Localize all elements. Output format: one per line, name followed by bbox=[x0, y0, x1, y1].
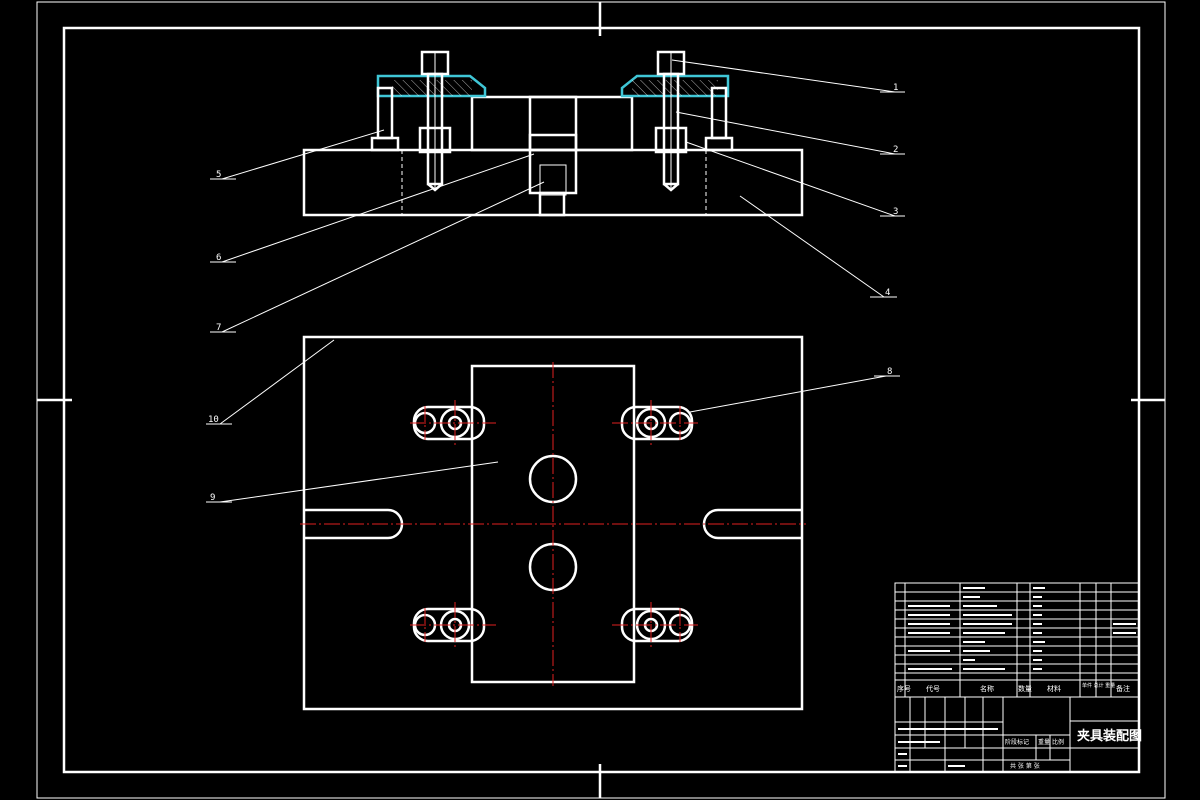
left-support-screw bbox=[370, 86, 400, 152]
tb-weight-label: 重量 bbox=[1038, 738, 1050, 746]
tb-header-name: 名称 bbox=[980, 684, 994, 693]
parts-list-grid bbox=[895, 583, 1139, 698]
callout-1: 1 bbox=[893, 83, 898, 93]
tb-sheet-label: 共 张 第 张 bbox=[1010, 762, 1040, 770]
tb-header-remark: 备注 bbox=[1116, 684, 1130, 693]
callout-8: 8 bbox=[887, 367, 892, 377]
left-bolt bbox=[418, 50, 452, 192]
lower-block-grid bbox=[895, 697, 1139, 772]
tb-stage-label: 阶段标记 bbox=[1005, 738, 1029, 746]
callout-labels: 1 2 3 4 5 6 7 8 9 10 bbox=[208, 83, 898, 503]
callout-7: 7 bbox=[216, 323, 221, 333]
callout-2: 2 bbox=[893, 145, 898, 155]
workpiece-section bbox=[470, 95, 634, 152]
callout-9: 9 bbox=[210, 493, 215, 503]
drawing-title: 夹具装配图 bbox=[1077, 728, 1142, 744]
callout-5: 5 bbox=[216, 170, 221, 180]
tb-header-qty: 数量 bbox=[1018, 684, 1032, 693]
section-view bbox=[302, 50, 804, 217]
right-clamp-knob bbox=[620, 74, 730, 98]
tb-header-code: 代号 bbox=[926, 684, 940, 693]
right-bolt bbox=[654, 50, 688, 192]
callout-3: 3 bbox=[893, 207, 898, 217]
base-plate-plan bbox=[302, 335, 804, 711]
tb-header-weight: 单件 总计 重量 bbox=[1082, 682, 1115, 689]
tb-scale-label: 比例 bbox=[1052, 738, 1064, 746]
tb-header-seq: 序号 bbox=[897, 684, 911, 693]
title-block: 序号 代号 名称 数量 材料 单件 总计 重量 备注 bbox=[894, 582, 1142, 773]
base-plate-section bbox=[302, 148, 804, 217]
callout-4: 4 bbox=[885, 288, 890, 298]
locating-pin bbox=[528, 133, 578, 195]
callout-6: 6 bbox=[216, 253, 221, 263]
plan-view bbox=[300, 335, 806, 711]
tb-header-material: 材料 bbox=[1047, 684, 1061, 693]
leader-lines bbox=[206, 59, 905, 503]
centerlines bbox=[300, 362, 806, 686]
right-support-screw bbox=[704, 86, 734, 152]
sheet-border bbox=[36, 1, 1166, 799]
callout-10: 10 bbox=[208, 415, 219, 425]
